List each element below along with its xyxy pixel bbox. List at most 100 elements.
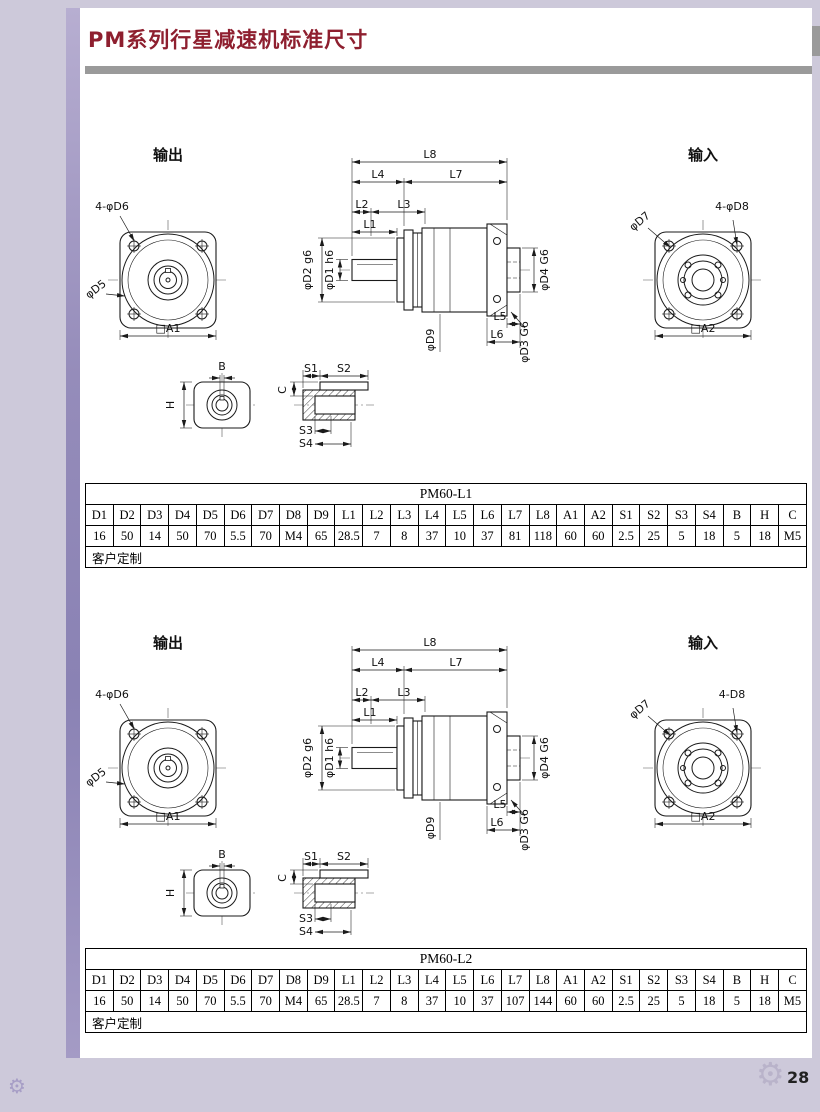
table-cell: D1 [85,969,114,991]
table-cell: 60 [556,525,585,547]
table-cell: B [722,504,752,526]
table-cell: S1 [611,504,641,526]
table-cell: A1 [556,504,585,526]
table-cell: 70 [195,990,225,1012]
table-cell: D7 [251,504,281,526]
table-title: PM60-L1 [85,483,807,505]
table-cell: L4 [417,969,447,991]
table-cell: A1 [556,969,585,991]
dim-label-l6: L6 [490,328,503,341]
table-cell: S4 [694,969,724,991]
dim-label-output-bolt: 4-φD6 [95,688,129,701]
table-cell: 18 [694,990,724,1012]
technical-drawing-pm60-l2: 输出 输入 4-φD6 φD5 □A1 L8 L4 L7 L2 L3 L1 φD… [83,634,812,938]
table-cell: 18 [750,525,779,547]
table-cell: D5 [195,504,225,526]
table-cell: 70 [251,990,281,1012]
dim-label-l8: L8 [423,148,436,161]
table-cell: A2 [583,969,613,991]
table-cell: L2 [362,969,391,991]
table-cell: D9 [306,969,336,991]
table-cell: L1 [334,504,364,526]
dim-label-s1: S1 [304,362,318,375]
dim-label-s4: S4 [299,925,313,938]
table-cell: 14 [140,525,170,547]
table-cell: 14 [140,990,170,1012]
dim-label-input-bolt: 4-D8 [719,688,745,701]
table-cell: 10 [445,525,475,547]
table-cell: 60 [556,990,585,1012]
table-cell: 37 [473,525,502,547]
table-cell: S4 [694,504,724,526]
table-cell: D8 [279,969,308,991]
table-cell: 18 [694,525,724,547]
dim-label-a2: □A2 [691,810,716,823]
table-cell: L8 [528,969,558,991]
dim-label-c: C [276,386,289,394]
dim-label-d4: φD4 G6 [538,249,551,291]
dim-label-output-bolt: 4-φD6 [95,200,129,213]
table-cell: L5 [445,504,475,526]
table-cell: D8 [279,504,308,526]
table-cell: 8 [389,990,419,1012]
table-cell: 5.5 [223,525,253,547]
dim-label-l4: L4 [371,656,384,669]
dim-label-input-bolt: 4-φD8 [715,200,749,213]
title-accent-bar [85,66,812,74]
table-cell: L8 [528,504,558,526]
table-cell: L5 [445,969,475,991]
table-cell: 37 [417,525,447,547]
table-cell: A2 [583,504,613,526]
table-cell: D1 [85,504,114,526]
dim-label-l2: L2 [355,686,368,699]
dim-label-l3: L3 [397,198,410,211]
gearbox-drawing [106,158,763,447]
table-cell: 16 [85,525,114,547]
dim-label-s3: S3 [299,912,313,925]
table-cell: 18 [750,990,779,1012]
dim-label-s2: S2 [337,362,351,375]
page-number: 28 [787,1068,810,1087]
dim-label-h: H [164,401,177,409]
table-cell: 25 [639,990,669,1012]
table-cell: 10 [445,990,475,1012]
table-cell: 5 [722,525,752,547]
dim-label-l6: L6 [490,816,503,829]
dim-label-d2: φD2 g6 [301,738,314,778]
table-cell: 16 [85,990,114,1012]
dim-label-h: H [164,889,177,897]
dim-label-b: B [218,848,226,861]
input-view-label: 输入 [688,146,718,164]
table-cell: 60 [583,525,613,547]
technical-drawing-pm60-l1: 输出 输入 4-φD6 φD5 □A1 L8 L4 L7 L2 L3 L1 φD… [83,146,812,450]
table-cell: H [750,504,779,526]
dim-label-s2: S2 [337,850,351,863]
table-cell: 107 [500,990,530,1012]
dim-label-d9: φD9 [424,817,437,840]
dim-label-l7: L7 [449,656,462,669]
table-cell: D3 [140,969,170,991]
table-cell: M4 [279,525,308,547]
table-cell: S3 [667,504,696,526]
table-cell: 2.5 [611,990,641,1012]
page-title: PM系列行星减速机标准尺寸 [88,28,369,52]
dim-label-d5: φD5 [83,765,109,789]
table-cell: M5 [777,525,808,547]
dim-label-l1: L1 [363,706,376,719]
table-cell: 28.5 [334,990,364,1012]
table-footer: 客户定制 [85,546,807,568]
dim-label-d7: φD7 [627,697,653,722]
dim-label-d1: φD1 h6 [323,738,336,778]
dim-label-d1: φD1 h6 [323,250,336,290]
gear-icon: ⚙ [756,1055,785,1093]
dim-label-l3: L3 [397,686,410,699]
table-cell: 5 [722,990,752,1012]
table-cell: 25 [639,525,669,547]
table-cell: L7 [500,504,530,526]
